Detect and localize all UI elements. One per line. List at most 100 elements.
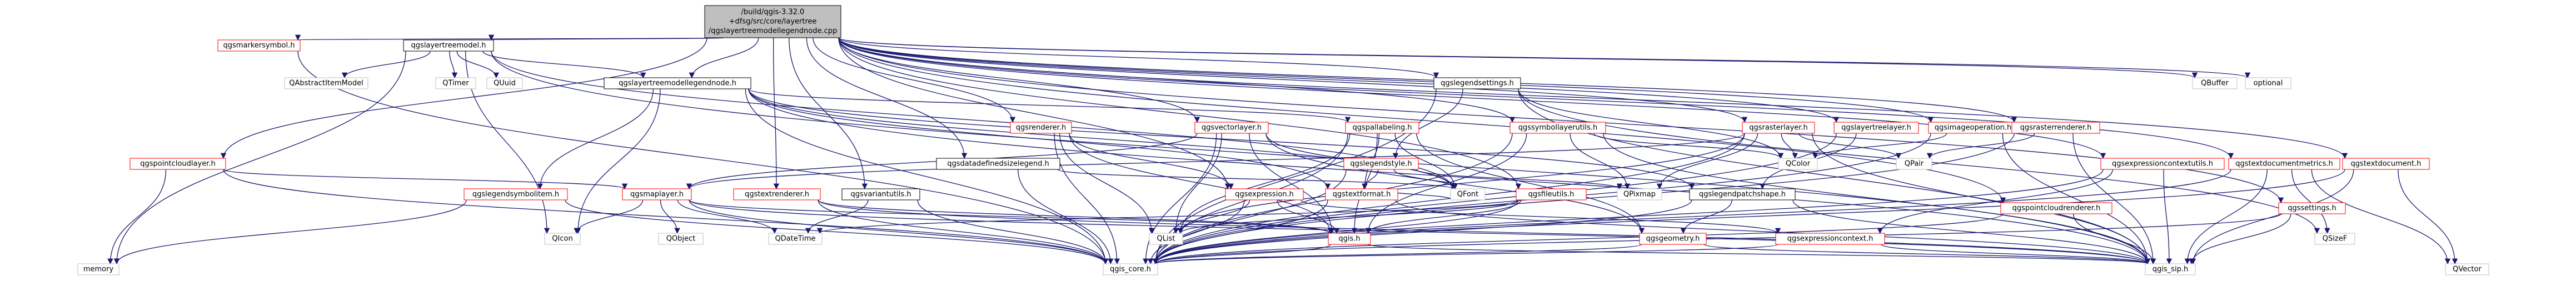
node-QDateTime: QDateTime: [768, 233, 823, 245]
node-qgspallabeling[interactable]: qgspallabeling.h: [1345, 122, 1419, 134]
edge-qgsrasterrenderer-to-QPair: [1926, 133, 2035, 159]
edge-qgstextdocumentmetrics-to-qgis_sip: [2184, 169, 2268, 265]
edge-root-to-qgsrasterrenderer: [838, 37, 2017, 123]
node-qgslayertreemodel[interactable]: qgslayertreemodel.h: [403, 39, 494, 52]
node-qgslegendsymbolitem[interactable]: qgslegendsymbolitem.h: [464, 188, 568, 200]
node-qgsmarkersymbol[interactable]: qgsmarkersymbol.h: [217, 39, 301, 52]
edge-qgslegendsettings-to-QColor: [1518, 88, 1784, 159]
edge-qgslayertreemodel-to-QUuid: [456, 51, 500, 79]
edge-root-to-qgslayertreelayer: [838, 37, 1839, 123]
node-QList: QList: [1149, 233, 1183, 245]
edge-qgsgeometry-to-qgis_core: [1153, 244, 1642, 265]
edge-qgspointcloudlayer-to-qgsmaplayer: [223, 169, 627, 190]
node-label-qgslegendstyle: qgslegendstyle.h: [1350, 160, 1412, 168]
edge-root-to-qgstextdocumentmetrics: [838, 37, 2234, 159]
node-qgsmaplayer[interactable]: qgsmaplayer.h: [622, 188, 692, 200]
node-QUuid: QUuid: [486, 77, 523, 89]
edge-qgsrasterlayer-to-qgis_sip: [1812, 133, 2151, 265]
edge-qgslegendpatchshape-to-qgis_sip: [1792, 199, 2151, 265]
edge-qgssettings-to-qgis_sip: [2189, 213, 2291, 265]
node-label-QVector: QVector: [2453, 265, 2482, 274]
node-label-QUuid: QUuid: [494, 79, 516, 88]
edge-qgslayertreemodel-to-memory: [113, 51, 406, 265]
node-QPixmap: QPixmap: [1617, 188, 1662, 200]
edge-qgstextrenderer-to-qgis_core: [818, 199, 1109, 265]
node-label-qgis: qgis.h: [1338, 235, 1360, 243]
edge-qgslegendstyle-to-QPixmap: [1416, 169, 1623, 190]
edge-qgsrasterlayer-to-qgsmaplayer: [686, 133, 1745, 190]
node-QPair: QPair: [1896, 158, 1932, 170]
edge-qgslayertreemodellegendnode-to-qgslegendpatchshape: [748, 88, 1695, 190]
node-qgssymbollayerutils[interactable]: qgssymbollayerutils.h: [1509, 122, 1606, 134]
node-QFont: QFont: [1450, 188, 1486, 200]
edge-qgslayertreemodel-to-QAbstractItemModel: [341, 51, 431, 79]
node-label-qgslayertreemodel: qgslayertreemodel.h: [411, 42, 486, 50]
node-qgsvariantutils[interactable]: qgsvariantutils.h: [841, 188, 920, 200]
node-qgsrasterlayer[interactable]: qgsrasterlayer.h: [1742, 122, 1815, 134]
edge-qgsexpressioncontext-to-qgis_sip: [1881, 244, 2150, 265]
edge-root-to-qgslegendsettings: [838, 37, 1439, 79]
node-qgsexpression[interactable]: qgsexpression.h: [1225, 188, 1304, 200]
edge-root-to-qgssettings: [838, 37, 2284, 204]
edge-qgslayertreemodel-to-QTimer: [449, 51, 458, 79]
edge-qgsgeometry-to-qgis_sip: [1703, 244, 2150, 265]
edge-qgsfileutils-to-QList: [1177, 199, 1519, 234]
node-qgsvectorlayer[interactable]: qgsvectorlayer.h: [1194, 122, 1269, 134]
edge-root-to-qgsdatadefinedsizelegend: [806, 37, 968, 159]
node-qgsdatadefinedsizelegend[interactable]: qgsdatadefinedsizelegend.h: [936, 158, 1060, 170]
edge-qgsrasterrenderer-to-qgis_sip: [2072, 133, 2156, 265]
edge-qgslegendsymbolitem-to-memory: [113, 199, 467, 265]
edge-qgstextformat-to-qgis_sip: [1395, 199, 2150, 265]
node-qgslegendpatchshape[interactable]: qgslegendpatchshape.h: [1689, 188, 1796, 200]
node-qgsrasterrenderer[interactable]: qgsrasterrenderer.h: [2011, 122, 2100, 134]
node-qgsexpressioncontextutils[interactable]: qgsexpressioncontextutils.h: [2100, 158, 2225, 170]
node-qgslayertreelayer[interactable]: qgslayertreelayer.h: [1833, 122, 1919, 134]
node-label-qgspointcloudrenderer: qgspointcloudrenderer.h: [2012, 204, 2101, 213]
node-QSizeF: QSizeF: [2314, 233, 2355, 245]
edge-qgsdatadefinedsizelegend-to-QFont: [1057, 169, 1456, 190]
edge-qgslayertreemodellegendnode-to-qgstextformat: [748, 88, 1331, 190]
node-memory: memory: [77, 263, 119, 275]
edge-qgstextdocument-to-QVector: [2398, 169, 2458, 265]
node-qgsfileutils[interactable]: qgsfileutils.h: [1516, 188, 1587, 200]
node-qgspointcloudlayer[interactable]: qgspointcloudlayer.h: [129, 158, 226, 170]
node-label-qgssymbollayerutils: qgssymbollayerutils.h: [1518, 124, 1598, 132]
node-label-QTimer: QTimer: [442, 79, 469, 88]
node-label-qgsgeometry: qgsgeometry.h: [1646, 235, 1700, 243]
node-optional: optional: [2245, 77, 2291, 89]
edge-qgsrasterlayer-to-QList: [1177, 133, 1745, 234]
node-qgslayertreemodellegendnode[interactable]: qgslayertreemodellegendnode.h: [604, 77, 751, 89]
node-qgstextrenderer[interactable]: qgstextrenderer.h: [733, 188, 821, 200]
node-label-qgstextrenderer: qgstextrenderer.h: [745, 190, 809, 199]
node-qgssettings[interactable]: qgssettings.h: [2278, 202, 2346, 214]
node-qgis[interactable]: qgis.h: [1328, 233, 1371, 245]
edge-qgspallabeling-to-qgis: [1351, 133, 1378, 234]
node-qgsexpressioncontext[interactable]: qgsexpressioncontext.h: [1775, 233, 1885, 245]
node-label-qgstextdocumentmetrics: qgstextdocumentmetrics.h: [2235, 160, 2333, 168]
node-label-qgis_sip: qgis_sip.h: [2153, 265, 2188, 274]
edge-qgsexpression-to-qgis_core: [1147, 199, 1245, 265]
node-qgstextdocument[interactable]: qgstextdocument.h: [2342, 158, 2430, 170]
node-qgslegendsettings[interactable]: qgslegendsettings.h: [1433, 77, 1521, 89]
node-label-memory: memory: [83, 265, 114, 274]
edge-qgslegendpatchshape-to-qgis_core: [1152, 199, 1692, 265]
edge-qgstextdocumentmetrics-to-QVector: [2311, 169, 2451, 265]
node-label-qgsmarkersymbol: qgsmarkersymbol.h: [223, 42, 295, 50]
node-label-QAbstractItemModel: QAbstractItemModel: [289, 79, 363, 88]
node-qgslegendstyle[interactable]: qgslegendstyle.h: [1343, 158, 1419, 170]
node-label-QPair: QPair: [1905, 160, 1924, 168]
node-qgstextformat[interactable]: qgstextformat.h: [1325, 188, 1398, 200]
node-label-QColor: QColor: [1786, 160, 1811, 168]
node-root[interactable]: /build/qgis-3.32.0+dfsg/src/core/layertr…: [704, 5, 841, 38]
edge-qgsmaplayer-to-qgis_core: [689, 199, 1109, 265]
node-qgstextdocumentmetrics[interactable]: qgstextdocumentmetrics.h: [2228, 158, 2340, 170]
edge-qgslegendstyle-to-qgstextformat: [1362, 169, 1379, 190]
node-qgspointcloudrenderer[interactable]: qgspointcloudrenderer.h: [2000, 202, 2112, 214]
node-qgsimageoperation[interactable]: qgsimageoperation.h: [1928, 122, 2018, 134]
node-qgsgeometry[interactable]: qgsgeometry.h: [1639, 233, 1707, 245]
edge-qgsmaplayer-to-QIcon: [574, 199, 644, 234]
edge-root-to-qgsexpression: [838, 37, 1231, 190]
node-qgsrenderer[interactable]: qgsrenderer.h: [1010, 122, 1072, 134]
dependency-nodes: /build/qgis-3.32.0+dfsg/src/core/layertr…: [77, 5, 2489, 275]
